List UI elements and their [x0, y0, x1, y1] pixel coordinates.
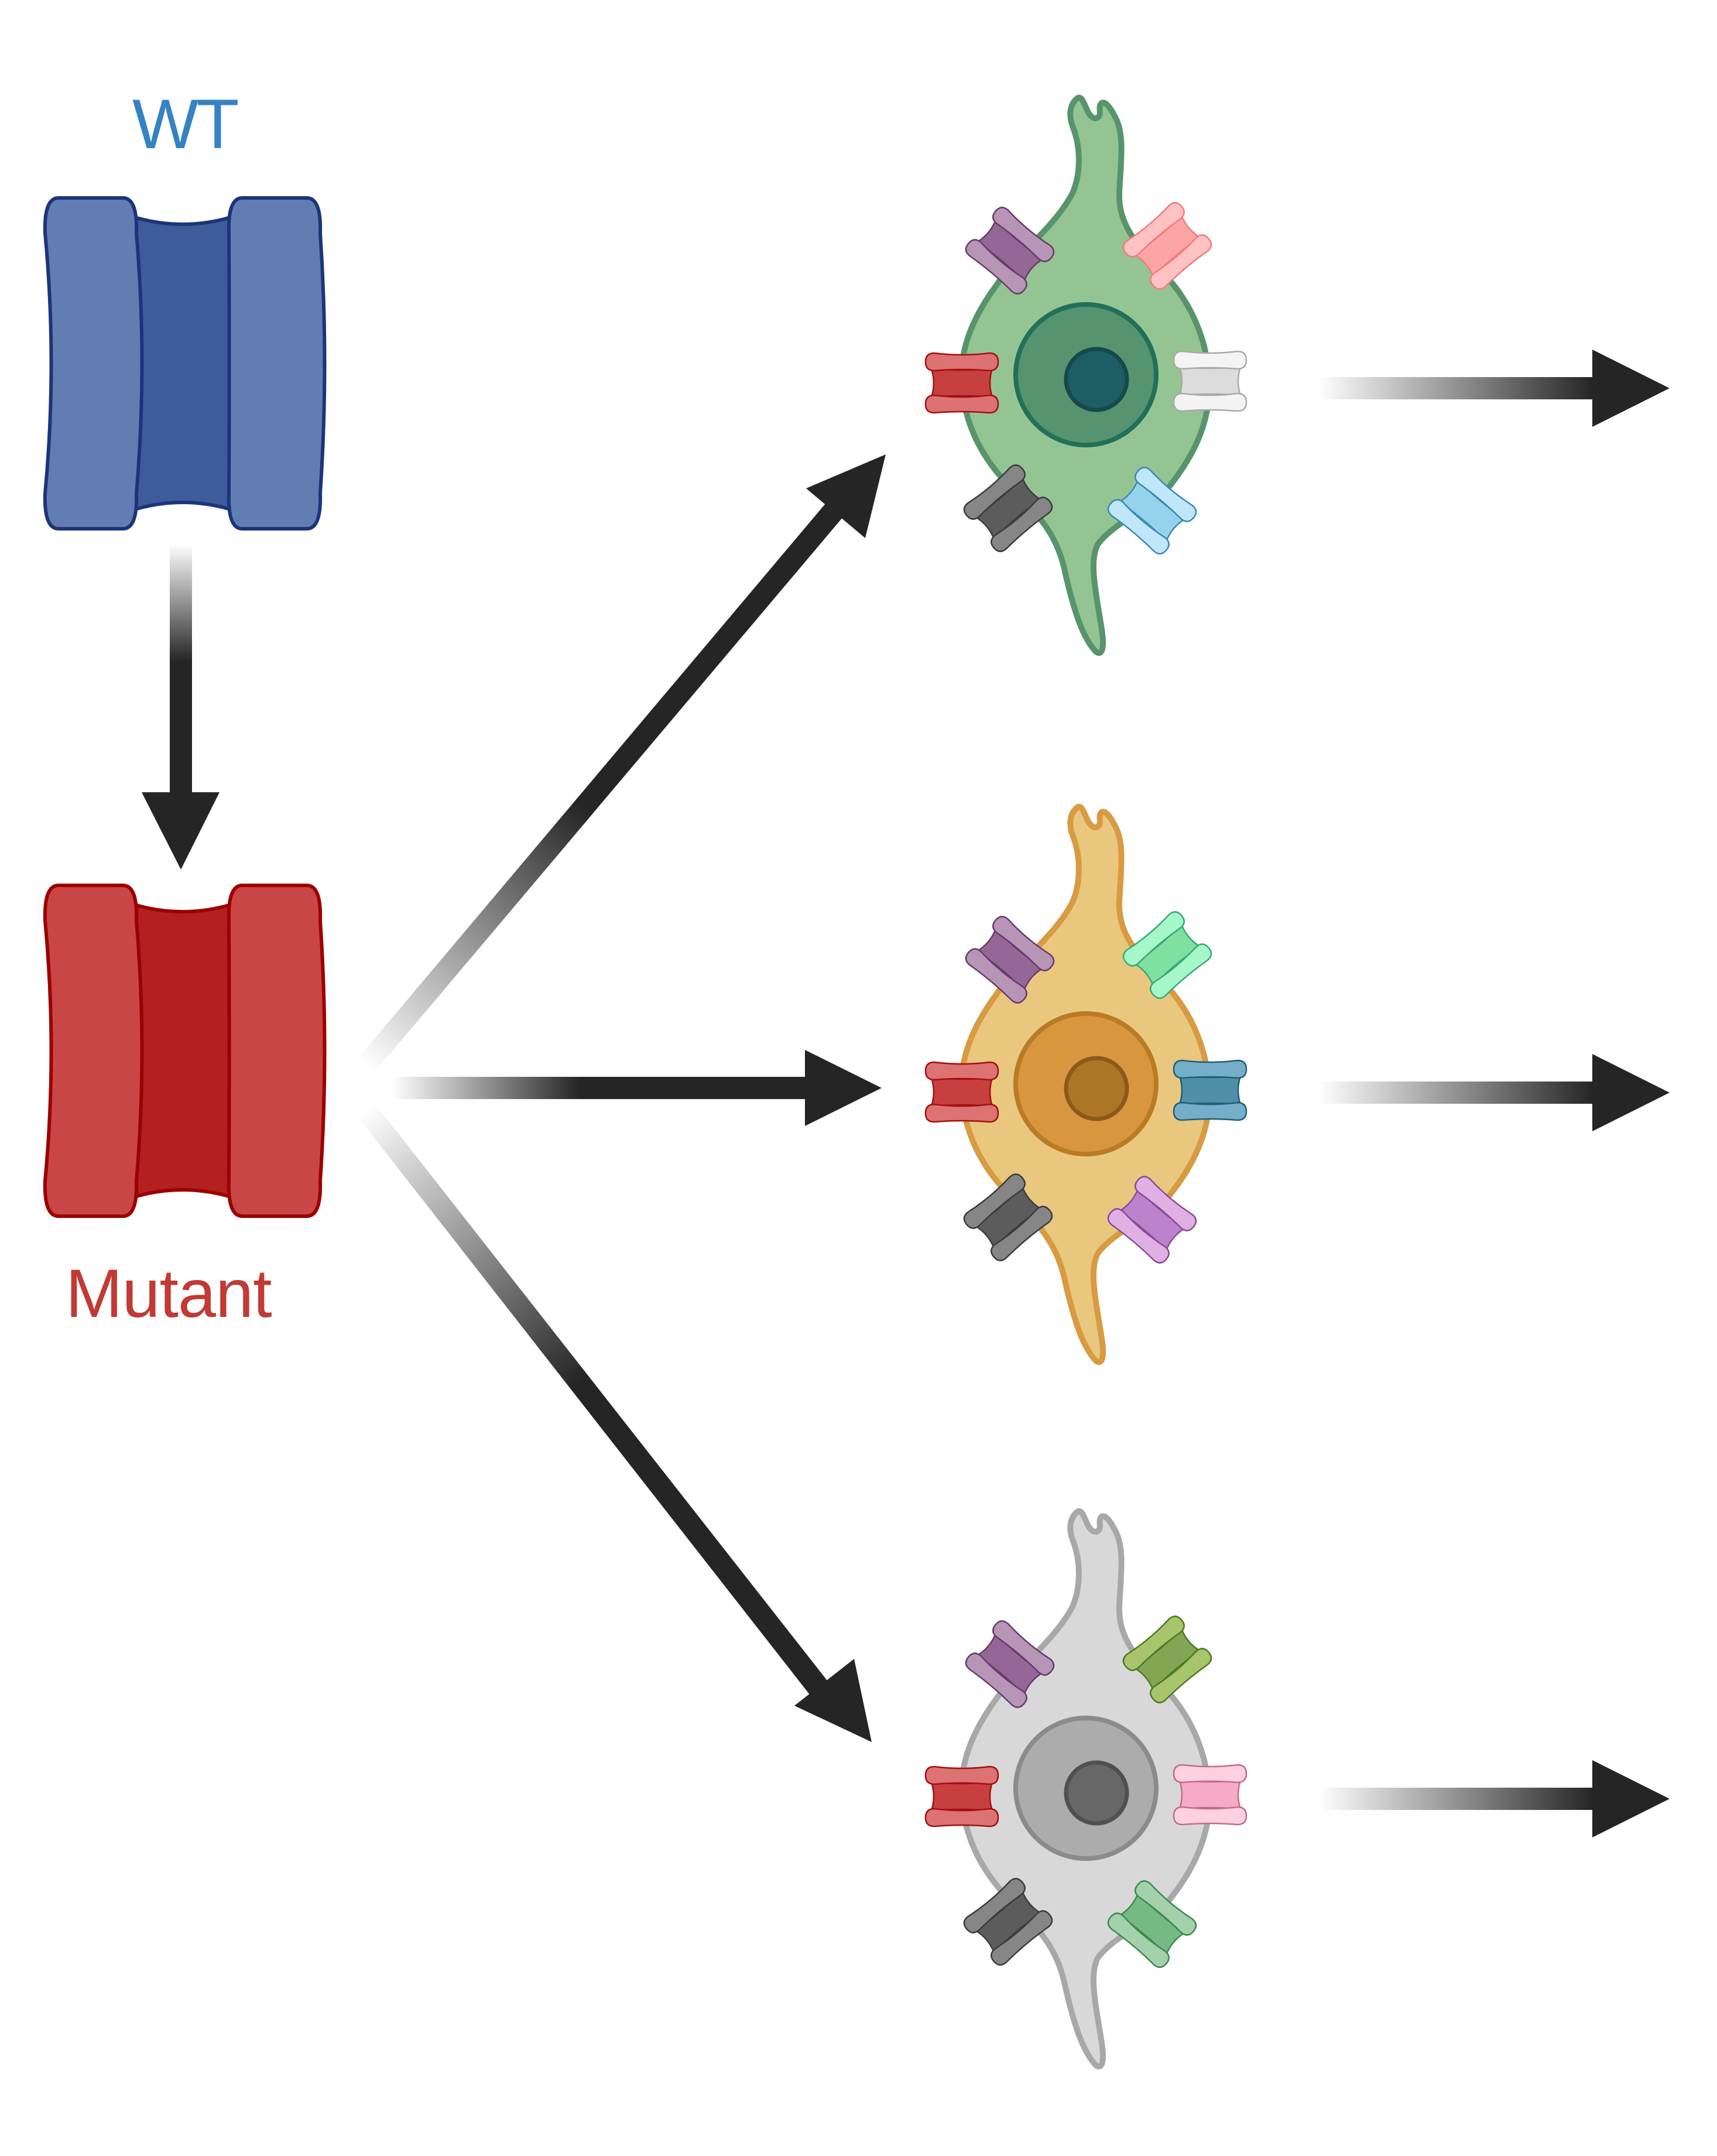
channel-subunit: [1173, 392, 1248, 412]
channel-subunit: [992, 1620, 1055, 1676]
channel-subunit: [924, 1765, 999, 1785]
membrane-channel-left: [924, 1061, 999, 1123]
membrane-channel-lower-left: [963, 1173, 1053, 1261]
wild-type-channel: [43, 196, 327, 531]
channel-subunit: [963, 1878, 1026, 1933]
neuron-2-orange: [924, 803, 1248, 1365]
channel-subunit: [1173, 1059, 1248, 1079]
nucleolus: [1064, 1056, 1129, 1121]
channel-subunit: [965, 1652, 1027, 1708]
arrow-shaft: [358, 499, 846, 1073]
channel-subunit: [924, 352, 999, 372]
arrow-shaft: [1318, 1082, 1593, 1104]
membrane-channel-left: [924, 1765, 999, 1828]
channel-pore: [930, 1077, 993, 1107]
neuron-3-gray: [924, 1508, 1248, 2069]
arrow-shaft: [170, 544, 192, 793]
channel-subunit: [1135, 467, 1197, 522]
channel-subunit: [991, 1910, 1053, 1966]
channel-subunit: [991, 1206, 1053, 1261]
arrowhead-icon: [142, 792, 220, 870]
channel-subunit-left: [43, 196, 144, 531]
membrane-channel-lower-right: [1107, 467, 1197, 555]
arrowhead-icon: [1592, 1054, 1670, 1131]
membrane-channel-upper-right: [1122, 1616, 1212, 1703]
channel-pore: [1178, 1779, 1242, 1810]
membrane-channel-upper-left: [965, 207, 1055, 295]
arrow-shaft: [1318, 377, 1593, 399]
membrane-channel-right: [1173, 1059, 1248, 1121]
arrow-shaft: [392, 1077, 806, 1099]
channel-pore: [127, 213, 238, 514]
channel-subunit-right: [227, 884, 327, 1218]
neuron-1-output-arrow: [1318, 350, 1670, 427]
arrowhead-icon: [805, 1050, 882, 1126]
wt-to-mutant-arrow: [142, 544, 220, 870]
channel-subunit: [992, 207, 1055, 262]
membrane-channel-lower-left: [963, 1878, 1053, 1966]
channel-subunit: [1173, 1806, 1248, 1826]
channel-subunit: [1135, 1176, 1197, 1231]
membrane-channel-lower-right: [1107, 1880, 1197, 1968]
channel-subunit: [1173, 350, 1248, 370]
nucleolus: [1064, 1760, 1129, 1826]
membrane-channel-upper-left: [965, 916, 1055, 1004]
membrane-channel-right: [1173, 1764, 1248, 1826]
arrowhead-icon: [806, 454, 886, 538]
channel-subunit-left: [43, 884, 144, 1218]
membrane-channel-left: [924, 352, 999, 414]
channel-subunit: [924, 394, 999, 414]
channel-subunit: [1122, 911, 1185, 967]
mutant-to-neuron-2-arrow: [392, 1050, 882, 1126]
channel-pore: [127, 900, 238, 1202]
channel-pore: [1178, 366, 1242, 396]
membrane-channel-upper-right: [1122, 202, 1212, 290]
channel-subunit: [963, 464, 1026, 520]
mutant-channel: [43, 884, 327, 1218]
channel-subunit: [1107, 1208, 1170, 1264]
channel-subunit: [1107, 499, 1170, 555]
channel-subunit: [1122, 202, 1185, 258]
channel-subunit: [1135, 1880, 1197, 1936]
channel-subunit: [924, 1103, 999, 1123]
mutant-label: Mutant: [66, 1255, 272, 1332]
mutant-to-neuron-3-arrow: [358, 1103, 872, 1742]
mutant-to-neuron-1-arrow: [358, 454, 886, 1073]
channel-subunit: [1173, 1764, 1248, 1784]
membrane-channel-upper-left: [965, 1620, 1055, 1708]
channel-subunit: [1107, 1912, 1170, 1968]
membrane-channel-lower-left: [963, 464, 1053, 552]
channel-subunit: [1150, 1648, 1212, 1703]
channel-subunit: [1122, 1616, 1185, 1671]
membrane-channel-lower-right: [1107, 1176, 1197, 1264]
arrowhead-icon: [1592, 350, 1670, 427]
channel-pore: [930, 368, 993, 398]
arrowhead-icon: [1592, 1760, 1670, 1837]
channel-subunit: [991, 497, 1053, 552]
arrowhead-icon: [794, 1659, 872, 1742]
neuron-2-output-arrow: [1318, 1054, 1670, 1131]
channel-subunit: [1173, 1101, 1248, 1121]
channel-pore: [930, 1781, 993, 1812]
channel-subunit-right: [227, 196, 327, 531]
nucleolus: [1064, 347, 1129, 412]
channel-subunit: [1150, 943, 1212, 999]
channel-subunit: [924, 1061, 999, 1081]
channel-subunit: [924, 1808, 999, 1828]
channel-pore: [1178, 1075, 1242, 1106]
neuron-3-output-arrow: [1318, 1760, 1670, 1837]
channel-subunit: [963, 1173, 1026, 1229]
channel-subunit: [965, 948, 1027, 1004]
channel-subunit: [992, 916, 1055, 971]
arrow-shaft: [1318, 1788, 1593, 1810]
channel-subunit: [1150, 234, 1212, 290]
membrane-channel-upper-right: [1122, 911, 1212, 999]
arrow-shaft: [358, 1103, 834, 1703]
channel-subunit: [965, 239, 1027, 295]
neuron-1-green: [924, 94, 1248, 656]
wt-label: WT: [132, 85, 239, 163]
membrane-channel-right: [1173, 350, 1248, 412]
